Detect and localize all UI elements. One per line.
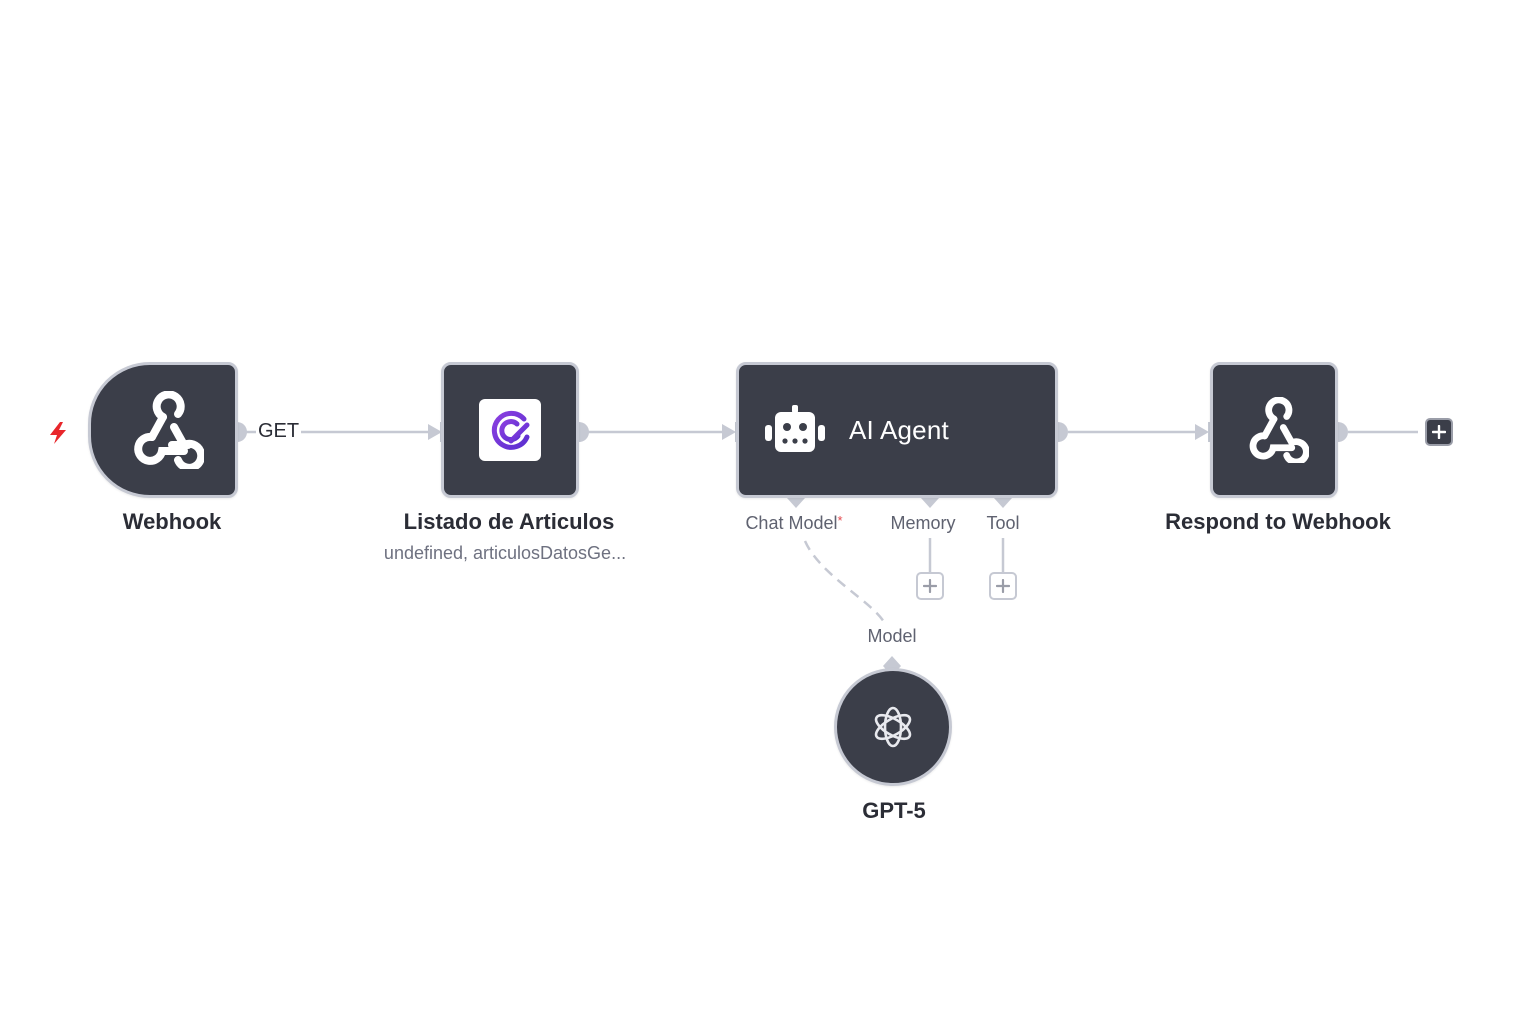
trigger-bolt-icon: [50, 422, 66, 444]
memory-port-label: Memory: [890, 513, 956, 533]
app-logo-icon: [491, 410, 530, 450]
webhook-icon: [1249, 397, 1309, 463]
gpt-node-label: GPT-5: [862, 798, 926, 823]
edge-agent-respond[interactable]: [1068, 424, 1209, 440]
edge-gpt-agent[interactable]: [803, 540, 886, 623]
add-memory-button[interactable]: [916, 572, 944, 600]
ai-agent-title: AI Agent: [849, 414, 949, 445]
robot-icon: [765, 405, 825, 452]
edge-listado-agent[interactable]: [588, 424, 736, 440]
openai-icon: [874, 706, 912, 748]
chat-model-text: Chat Model: [745, 513, 838, 533]
add-tool-button[interactable]: [989, 572, 1017, 600]
listado-node[interactable]: [441, 362, 579, 498]
gpt-model-node[interactable]: [834, 668, 952, 786]
required-marker: *: [837, 513, 843, 528]
listado-node-subtitle: undefined, articulosDatosGe...: [383, 543, 627, 563]
tool-port-label: Tool: [986, 513, 1020, 533]
edge-label-get: GET: [256, 420, 302, 443]
plus-icon: [923, 579, 937, 593]
listado-node-label: Listado de Articulos: [403, 509, 615, 534]
plus-icon: [1432, 425, 1446, 439]
webhook-icon: [134, 391, 204, 469]
respond-to-webhook-node[interactable]: [1210, 362, 1338, 498]
add-next-node-button[interactable]: [1425, 418, 1453, 446]
chat-model-port-label: Chat Model*: [745, 513, 842, 534]
ai-agent-node[interactable]: AI Agent: [736, 362, 1058, 498]
plus-icon: [996, 579, 1010, 593]
app-logo-tile: [479, 399, 541, 461]
respond-node-label: Respond to Webhook: [1165, 509, 1391, 534]
webhook-node-label: Webhook: [122, 509, 222, 534]
model-port-label: Model: [867, 626, 917, 646]
webhook-node[interactable]: [88, 362, 238, 498]
